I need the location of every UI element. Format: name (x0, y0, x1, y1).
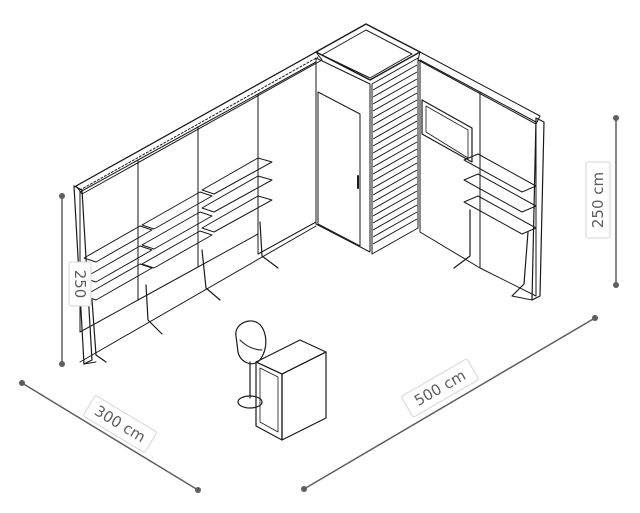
slatted-wall (371, 57, 419, 255)
back-wall-right (417, 51, 545, 301)
height-label: 250 cm (589, 172, 607, 228)
inner-height-label: 250 (71, 270, 89, 299)
back-wall-left (73, 51, 323, 365)
dimension-width: 300 cm (19, 380, 201, 493)
shelf (83, 245, 153, 283)
left-shelving (83, 157, 279, 363)
shelf (201, 157, 273, 195)
bar-stool (235, 320, 267, 409)
shelf (83, 263, 153, 301)
storage-room (315, 23, 421, 255)
door (317, 91, 361, 247)
dimension-length: 500 cm (301, 315, 598, 492)
shelf (83, 225, 153, 263)
slats (372, 64, 418, 245)
shelf (141, 211, 213, 250)
shelf (141, 230, 213, 269)
shelf (201, 175, 273, 213)
shelf (141, 191, 213, 230)
shelf (463, 153, 537, 193)
reception-counter (255, 339, 327, 441)
shelf (463, 173, 537, 213)
dimension-height: 250 cm (585, 115, 619, 288)
wall-panel (197, 93, 259, 268)
wall-picture (421, 99, 473, 163)
wall-panel (479, 91, 537, 297)
shelf (201, 195, 273, 233)
shelf (463, 195, 537, 235)
dimension-inner-height: 250 (59, 193, 92, 367)
